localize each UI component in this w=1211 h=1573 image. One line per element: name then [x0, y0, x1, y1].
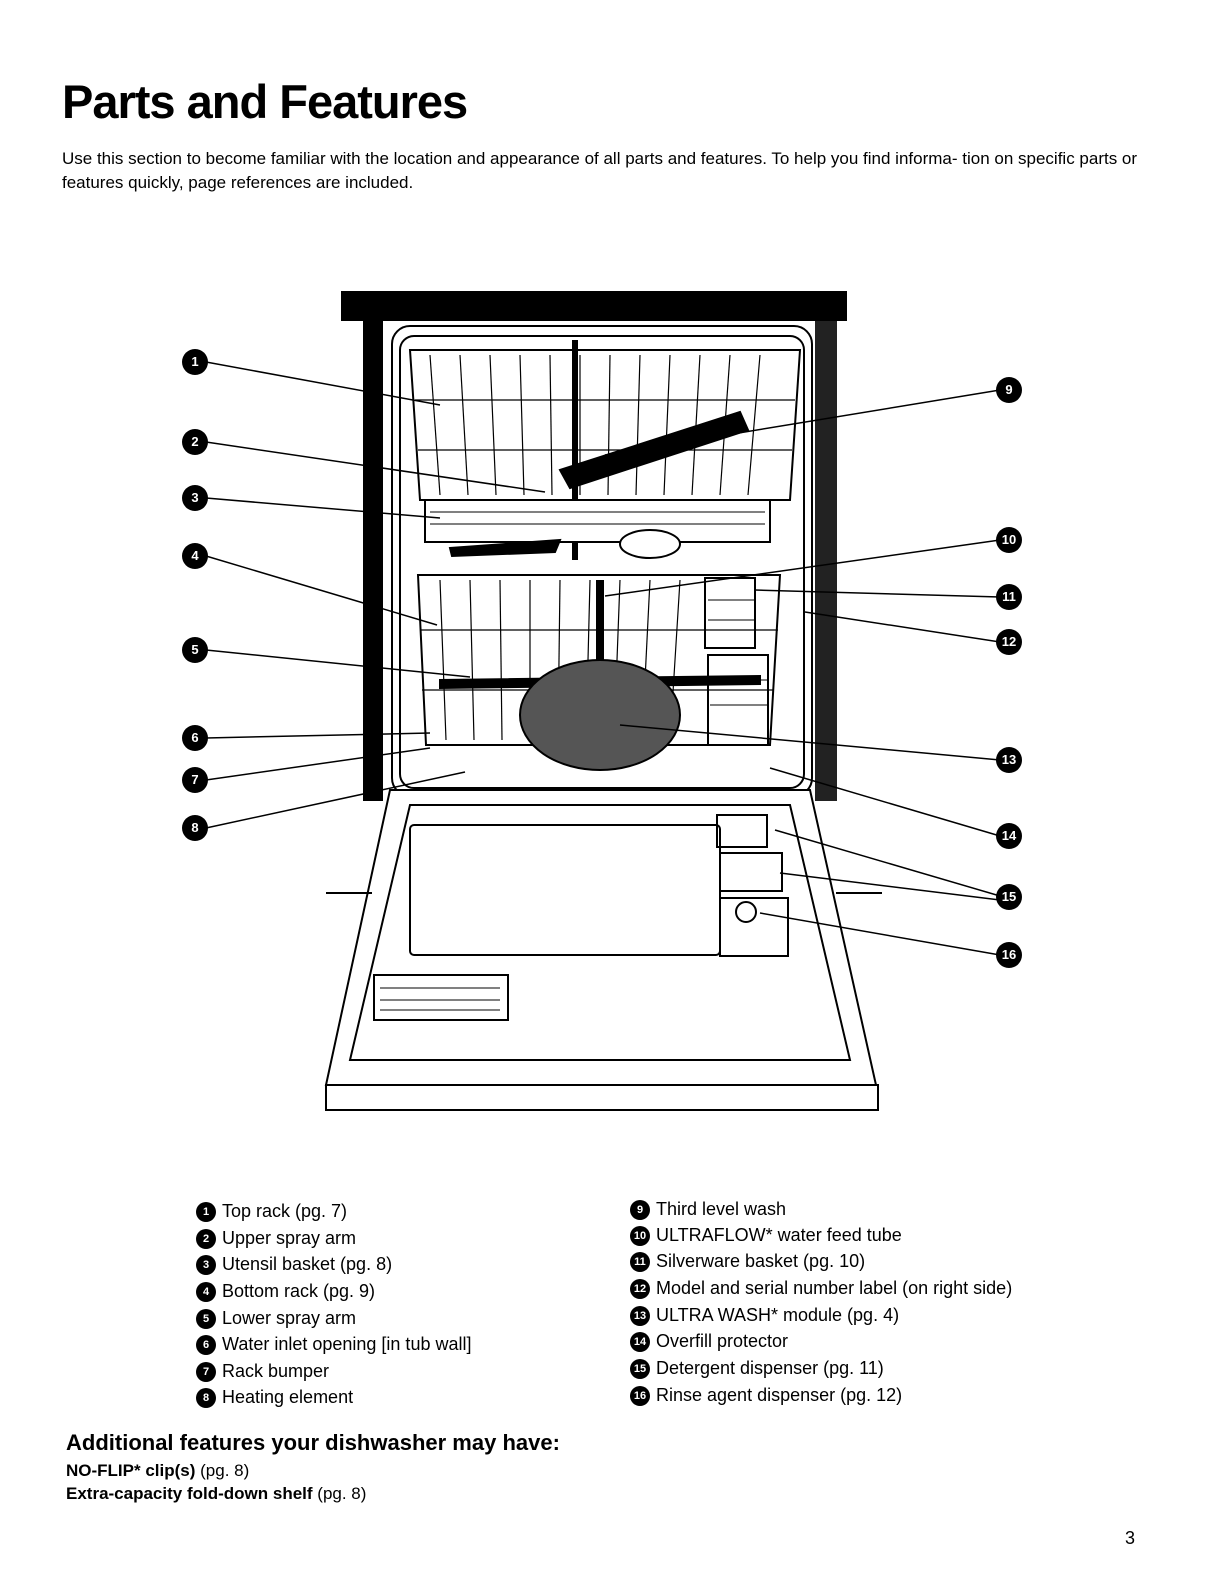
- callout-16: 16: [996, 942, 1022, 968]
- additional-item-fold-down-shelf: Extra-capacity fold-down shelf (pg. 8): [66, 1484, 367, 1503]
- callout-12: 12: [996, 629, 1022, 655]
- callout-2: 2: [182, 429, 208, 455]
- page-number: 3: [1125, 1528, 1136, 1548]
- callout-15: 15: [996, 884, 1022, 910]
- callout-6: 6: [182, 725, 208, 751]
- callout-9: 9: [996, 377, 1022, 403]
- dishwasher-body: [324, 291, 882, 1111]
- callout-3: 3: [182, 485, 208, 511]
- callout-7: 7: [182, 767, 208, 793]
- callout-4: 4: [182, 543, 208, 569]
- additional-item-no-flip-clips: NO-FLIP* clip(s) (pg. 8): [66, 1461, 250, 1480]
- callout-leader-lines: [205, 361, 1001, 956]
- callout-14: 14: [996, 823, 1022, 849]
- callout-1: 1: [182, 349, 208, 375]
- intro-paragraph: Use this section to become familiar with…: [62, 149, 1138, 192]
- callout-5: 5: [182, 637, 208, 663]
- callout-11: 11: [996, 584, 1022, 610]
- dishwasher-diagram: [205, 291, 1001, 1111]
- additional-features-heading: Additional features your dishwasher may …: [66, 1430, 560, 1455]
- callout-8: 8: [182, 815, 208, 841]
- callout-13: 13: [996, 747, 1022, 773]
- page-title: Parts and Features: [62, 75, 468, 128]
- callout-10: 10: [996, 527, 1022, 553]
